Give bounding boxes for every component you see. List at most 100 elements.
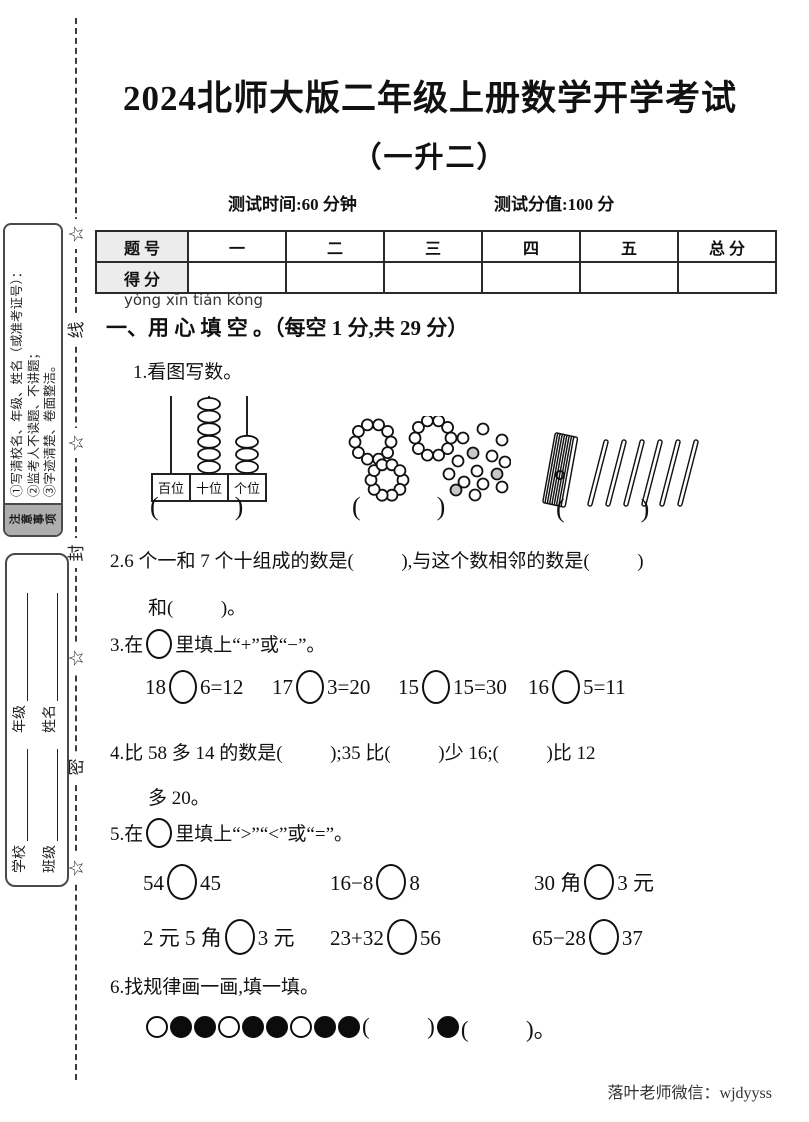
q3-text: 3.在 里填上“+”或“−”。: [110, 629, 325, 659]
q4-line2: 多 20。: [148, 788, 210, 809]
q6-text: 6.找规律画一画,填一填。: [110, 977, 320, 998]
notice-line-3: ③字迹清楚、卷面整洁。: [43, 359, 58, 497]
answer-circle: [422, 670, 450, 704]
comparison-left: 2 元 5 角: [143, 926, 222, 950]
q1-answer-blank: ( ): [352, 492, 447, 521]
score-table: 题 号 一 二 三 四 五 总 分 得 分: [95, 230, 777, 294]
q2-line2: 和( )。: [148, 598, 247, 619]
notice-line-1: ①写清校名、年级、姓名（或准考证号）：: [10, 265, 24, 497]
comparison-left: 65−28: [532, 926, 586, 950]
comparison-left: 54: [143, 871, 164, 895]
q3-prefix: 3.在: [110, 635, 144, 656]
answer-circle: [386, 919, 417, 955]
equation-right: 15=30: [453, 675, 507, 699]
q2-line1: 2.6 个一和 7 个十组成的数是( ),与这个数相邻的数是( ): [110, 551, 644, 572]
column-header: 四: [481, 230, 581, 263]
exam-subtitle: （一升二）: [352, 142, 508, 174]
column-header: 总 分: [677, 230, 777, 263]
q5-comparison: 65−28 37: [532, 919, 643, 955]
notice-label: 注意事项: [5, 503, 61, 535]
dots-figure: [333, 414, 512, 509]
answer-circle: [588, 919, 619, 955]
q5-text: 5.在 里填上“>”“<”或“=”。: [110, 818, 353, 848]
answer-circle: [584, 864, 615, 900]
score-cell: [383, 261, 483, 294]
notice-box: 注意事项 ①写清校名、年级、姓名（或准考证号）： ②监考人不读题、不讲题； ③字…: [3, 223, 63, 537]
class-blank-line: [44, 749, 58, 841]
comparison-right: 3 元: [617, 871, 654, 895]
school-label: 学校: [13, 845, 28, 873]
abacus-figure: 百位十位个位: [143, 393, 275, 530]
name-blank-line: [44, 593, 58, 701]
filled-circle: [314, 1016, 336, 1038]
score-label: 得 分: [95, 261, 189, 294]
q6-mid-circle: [436, 1016, 459, 1038]
equation-left: 18: [145, 675, 166, 699]
q6-pattern-row: ( ) ( )。: [146, 1010, 557, 1044]
answer-circle: [224, 919, 255, 955]
q5-suffix: 里填上“>”“<”或“=”。: [175, 824, 354, 845]
student-fields-inner: 学校 年级 班级 姓名: [5, 553, 69, 887]
score-table-score-row: 得 分: [95, 261, 777, 294]
filled-circle: [266, 1016, 288, 1038]
q1-answer-blank: ( ): [556, 494, 651, 523]
q3-suffix: 里填上“+”或“−”。: [175, 635, 326, 656]
empty-circle: [290, 1016, 312, 1038]
q3-equation: 18 6=12: [145, 670, 243, 704]
q5-comparison: 23+32 56: [330, 919, 441, 955]
equation-right: 5=11: [583, 675, 626, 699]
equation-left: 16: [528, 675, 549, 699]
name-label: 姓名: [43, 705, 58, 733]
score-cell: [677, 261, 777, 294]
class-label: 班级: [43, 845, 58, 873]
test-time-label: 测试时间:60 分钟: [228, 195, 357, 214]
notice-lines: ①写清校名、年级、姓名（或准考证号）： ②监考人不读题、不讲题； ③字迹清楚、卷…: [5, 225, 61, 503]
star-icon: ☆: [65, 428, 89, 458]
comparison-left: 16−8: [330, 871, 374, 895]
score-cell: [579, 261, 679, 294]
answer-circle: [167, 864, 197, 900]
field-row-2: 班级姓名: [43, 565, 58, 873]
equation-right: 6=12: [200, 675, 244, 699]
q4-line1: 4.比 58 多 14 的数是( );35 比( )少 16;( )比 12: [110, 743, 596, 764]
score-cell: [285, 261, 385, 294]
notice-box-inner: 注意事项 ①写清校名、年级、姓名（或准考证号）： ②监考人不读题、不讲题； ③字…: [3, 223, 63, 537]
comparison-right: 37: [621, 926, 643, 950]
answer-circle: [552, 670, 580, 704]
q6-blank-2: ( )。: [460, 1017, 557, 1042]
svg-text:十位: 十位: [196, 481, 222, 496]
answer-circle: [169, 670, 197, 704]
svg-text:百位: 百位: [158, 481, 184, 496]
score-cell: [187, 261, 287, 294]
q5-comparison: 54 45: [143, 864, 221, 900]
filled-circle: [194, 1016, 216, 1038]
school-blank-line: [14, 749, 28, 841]
comparison-right: 56: [419, 926, 441, 950]
seal-char-xian: 线: [65, 315, 89, 345]
footer-note: 落叶老师微信：wjdyyss: [607, 1085, 772, 1102]
svg-text:个位: 个位: [234, 481, 260, 496]
section-pinyin: yòng xīn tián kòng: [124, 291, 264, 309]
answer-circle: [296, 670, 324, 704]
filled-circle: [338, 1016, 360, 1038]
column-header: 一: [187, 230, 287, 263]
q5-comparison: 16−8 8: [330, 864, 420, 900]
empty-circle: [218, 1016, 240, 1038]
comparison-right: 8: [409, 871, 420, 895]
comparison-left: 23+32: [330, 926, 384, 950]
student-fields-box: 学校 年级 班级 姓名: [5, 553, 69, 887]
q1-answer-blank: ( ): [150, 492, 245, 521]
empty-circle: [146, 1016, 168, 1038]
comparison-right: 45: [200, 871, 221, 895]
sticks-figure: [538, 428, 706, 521]
q5-prefix: 5.在: [110, 824, 144, 845]
notice-line-2: ②监考人不读题、不讲题；: [26, 346, 41, 497]
q3-equation: 16 5=11: [528, 670, 626, 704]
grade-label: 年级: [13, 705, 28, 733]
equation-right: 3=20: [327, 675, 371, 699]
